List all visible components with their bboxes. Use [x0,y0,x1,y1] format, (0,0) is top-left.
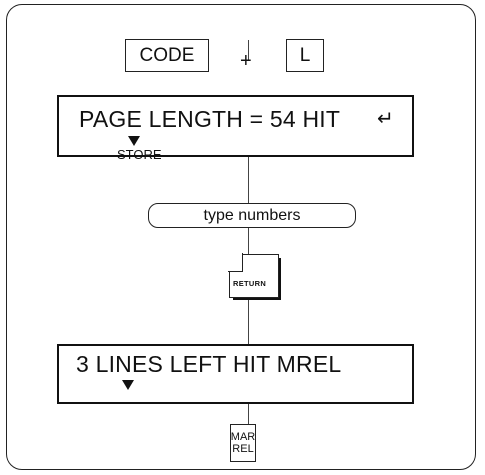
mar-rel-key[interactable]: MAR REL [230,424,256,462]
display-lines-left-text: 3 LINES LEFT HIT MREL [76,351,342,377]
key-shadow [277,258,281,300]
connector-line [248,228,249,254]
store-caption: STORE [117,147,162,162]
mar-rel-key-line1: MAR [230,431,256,443]
return-key-step [228,253,243,272]
display-lines-left: 3 LINES LEFT HIT MREL [57,344,414,404]
return-key-label: RETURN [233,279,267,288]
mar-rel-key-line2: REL [232,443,254,455]
type-numbers-prompt: type numbers [148,203,356,228]
return-arrow-icon: ↵ [377,108,394,130]
connector-line [248,404,249,424]
cursor-pointer-icon [122,380,134,390]
connector-line [248,157,249,203]
diagram-frame [6,4,476,470]
cursor-pointer-icon [128,136,140,146]
connector-line [248,300,249,344]
l-key[interactable]: L [286,39,324,72]
connector-line [248,40,249,60]
code-key[interactable]: CODE [125,39,209,72]
display-page-length: PAGE LENGTH = 54 HIT ↵ [57,95,414,157]
key-shadow [233,296,281,300]
return-key[interactable]: RETURN [228,253,281,300]
plus-sign: + [240,50,252,72]
display-page-length-text: PAGE LENGTH = 54 HIT [79,106,341,132]
